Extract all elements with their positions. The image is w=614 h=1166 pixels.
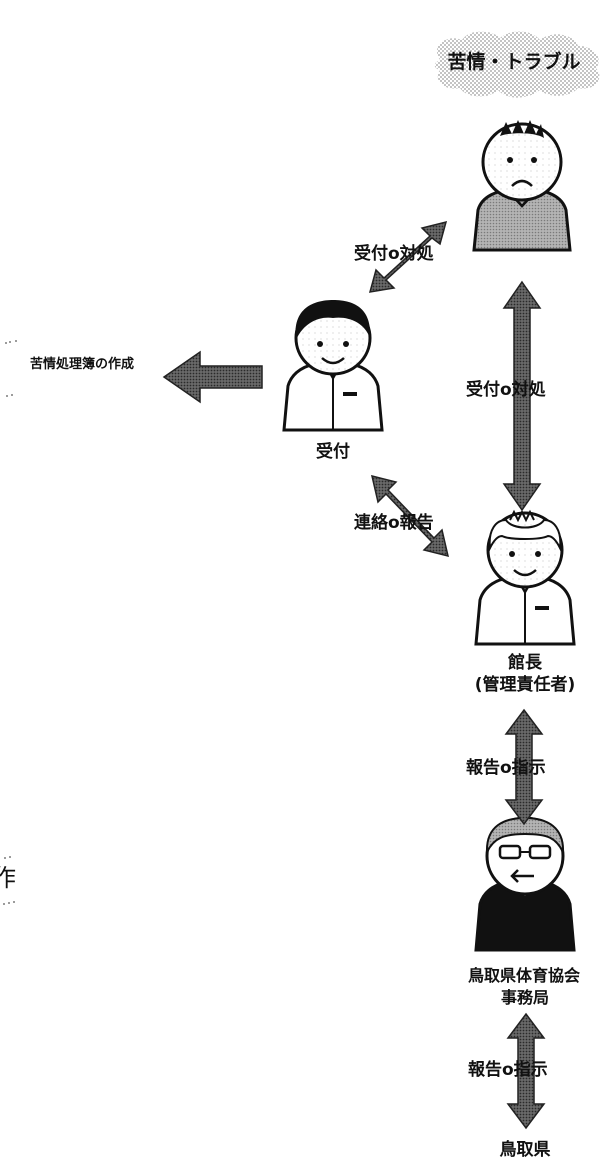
- arrow-manager-association: [504, 708, 544, 826]
- association-label-line1: 鳥取県体育協会: [467, 966, 580, 985]
- prefecture-label: 鳥取県: [499, 1140, 551, 1160]
- arrow-reception-output: [162, 350, 263, 404]
- customer-figure: [472, 120, 572, 252]
- reception-customer-arrow-label: 受付o対処: [354, 244, 434, 264]
- arrow-association-prefecture: [506, 1012, 546, 1130]
- manager-association-arrow-label: 報告o指示: [466, 758, 546, 778]
- association-prefecture-arrow-label: 報告o指示: [468, 1060, 548, 1080]
- manager-figure: [474, 509, 576, 646]
- scan-marks: [3, 340, 17, 905]
- manager-label-line2: (管理責任者): [474, 675, 576, 695]
- association-staff-figure: [474, 816, 576, 952]
- complaint-cloud-label: 苦情・トラブル: [447, 50, 581, 73]
- reception-staff-figure: [282, 300, 384, 432]
- manager-label-line1: 館長: [508, 653, 542, 673]
- arrow-customer-manager: [502, 280, 542, 512]
- arrow-reception-customer: [368, 220, 448, 293]
- reception-staff-label: 受付: [316, 442, 350, 462]
- complaint-cloud: [434, 31, 600, 98]
- reception-output-label: 苦情処理簿の作成: [30, 357, 135, 372]
- customer-manager-arrow-label: 受付o対処: [466, 380, 546, 400]
- cut-off-character: 作: [0, 864, 16, 892]
- reception-manager-arrow-label: 連絡o報告: [354, 513, 434, 533]
- arrow-reception-manager: [370, 474, 450, 558]
- association-label-line2: 事務局: [500, 988, 549, 1007]
